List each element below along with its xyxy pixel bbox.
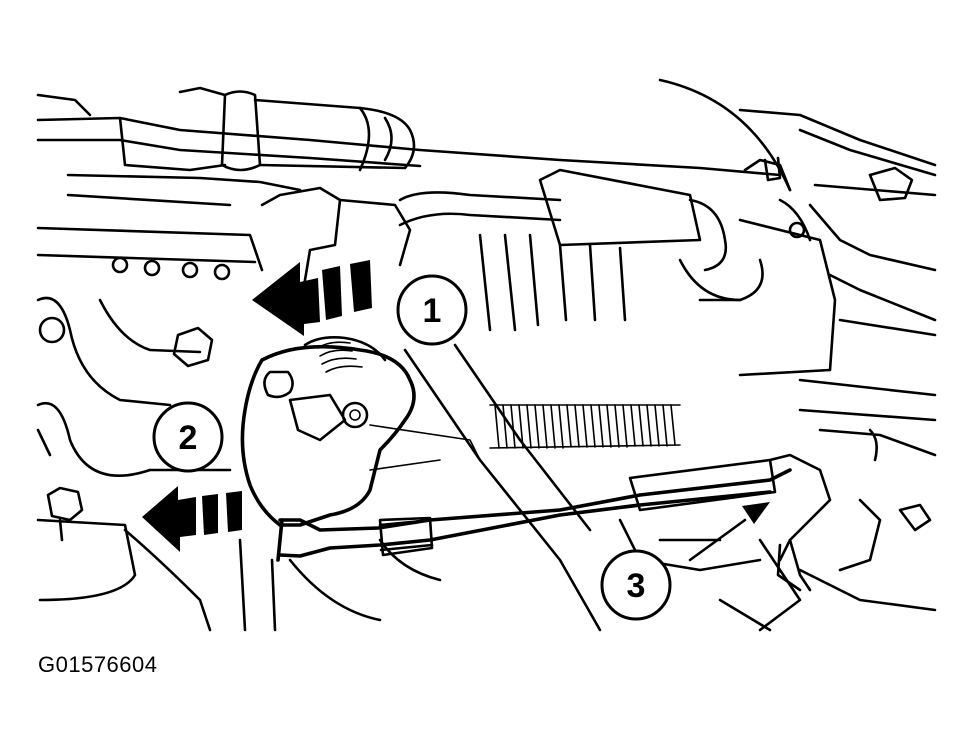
callout-3-number: 3 — [627, 567, 646, 605]
callout-3: 3 — [600, 549, 672, 621]
cable-pointer-arrow-3 — [688, 502, 770, 562]
callout-1: 1 — [396, 274, 468, 346]
callout-2-number: 2 — [179, 419, 198, 457]
callout-1-number: 1 — [423, 292, 442, 330]
throttle-lever-assembly — [240, 336, 481, 527]
engine-background — [36, 78, 937, 632]
accelerator-cable — [276, 453, 832, 592]
removal-arrow-1 — [252, 260, 372, 336]
callout-2: 2 — [152, 401, 224, 473]
coil-spring — [489, 404, 681, 449]
figure-id-label: G01576604 — [38, 652, 158, 677]
removal-arrow-2 — [142, 486, 242, 552]
